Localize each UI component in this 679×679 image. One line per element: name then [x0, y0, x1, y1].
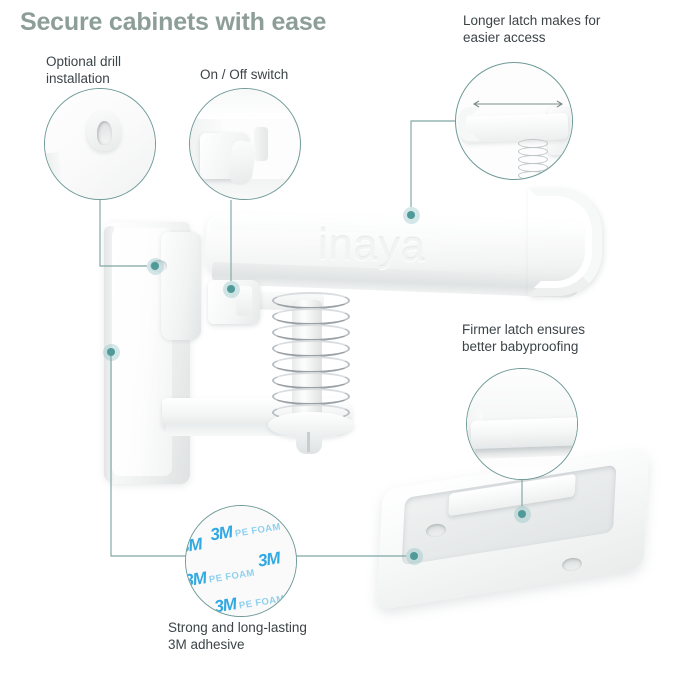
marker-dot-longer-latch	[402, 206, 420, 224]
spring-foot-split	[307, 432, 310, 452]
longer-latch-circle-hook	[458, 107, 480, 141]
switch-circle-top	[190, 89, 300, 119]
spring-coil	[272, 340, 350, 357]
callout-label-on-off-switch: On / Off switch	[200, 67, 289, 82]
zoom-circle-firmer-latch	[466, 368, 578, 480]
firmer-latch-circle-ridge	[470, 416, 577, 450]
drill-circle-hole	[97, 121, 112, 145]
adhesive-label-tile: 3MPE FOAM	[185, 561, 256, 592]
callout-label-longer-latch: Longer latch makes for easier access	[463, 13, 601, 45]
adhesive-3m-logo: 3M	[208, 522, 234, 545]
page-title: Secure cabinets with ease	[20, 8, 327, 36]
marker-dot-adhesive-origin	[102, 343, 120, 361]
adhesive-3m-logo: 3M	[185, 534, 203, 557]
spring-coil	[518, 171, 548, 179]
switch-circle-base	[196, 179, 300, 199]
brand-emboss-inaya: inaya	[317, 220, 427, 272]
spring-coil	[272, 356, 350, 373]
spring-coil	[272, 308, 350, 325]
adhesive-label-tile: 3MPE FOAM	[212, 587, 286, 617]
latch-hook-inner	[534, 196, 592, 288]
adhesive-label-tile: 3MPE FOAM	[209, 515, 282, 546]
callout-label-optional-drill: Optional drill installation	[46, 54, 122, 86]
adhesive-3m-logo: 3M	[256, 548, 281, 571]
longer-latch-circle-spring	[518, 139, 548, 179]
coil-spring	[272, 292, 350, 432]
spring-coil	[272, 388, 350, 405]
callout-label-3m-adhesive: Strong and long-lasting 3M adhesive	[168, 620, 307, 652]
zoom-circle-optional-drill	[44, 88, 156, 200]
marker-dot-firmer-latch	[513, 505, 531, 523]
adhesive-pe-foam-label: PE FOAM	[234, 521, 282, 540]
zoom-circle-longer-latch	[455, 62, 573, 180]
adhesive-pe-foam-label: PE FOAM	[208, 567, 256, 586]
adhesive-label-tile: 3M	[185, 534, 203, 557]
measurement-arrow-icon	[472, 100, 564, 108]
mounting-plate-boss	[161, 232, 201, 340]
marker-dot-on-off-switch	[222, 280, 240, 298]
spring-coil	[272, 372, 350, 389]
marker-dot-3m-adhesive	[405, 547, 423, 565]
callout-label-firmer-latch: Firmer latch ensures better babyproofing	[462, 322, 586, 354]
switch-circle-post	[254, 127, 268, 161]
marker-dot-optional-drill	[146, 257, 164, 275]
on-off-switch-tab	[236, 286, 252, 316]
adhesive-pe-foam-label: PE FOAM	[238, 593, 286, 612]
zoom-circle-on-off-switch	[189, 88, 301, 200]
adhesive-label-tile: 3M	[257, 548, 281, 571]
spring-coil	[272, 324, 350, 341]
adhesive-3m-logo: 3M	[212, 594, 238, 617]
adhesive-3m-logo: 3M	[185, 568, 208, 591]
spring-coil	[272, 292, 350, 309]
